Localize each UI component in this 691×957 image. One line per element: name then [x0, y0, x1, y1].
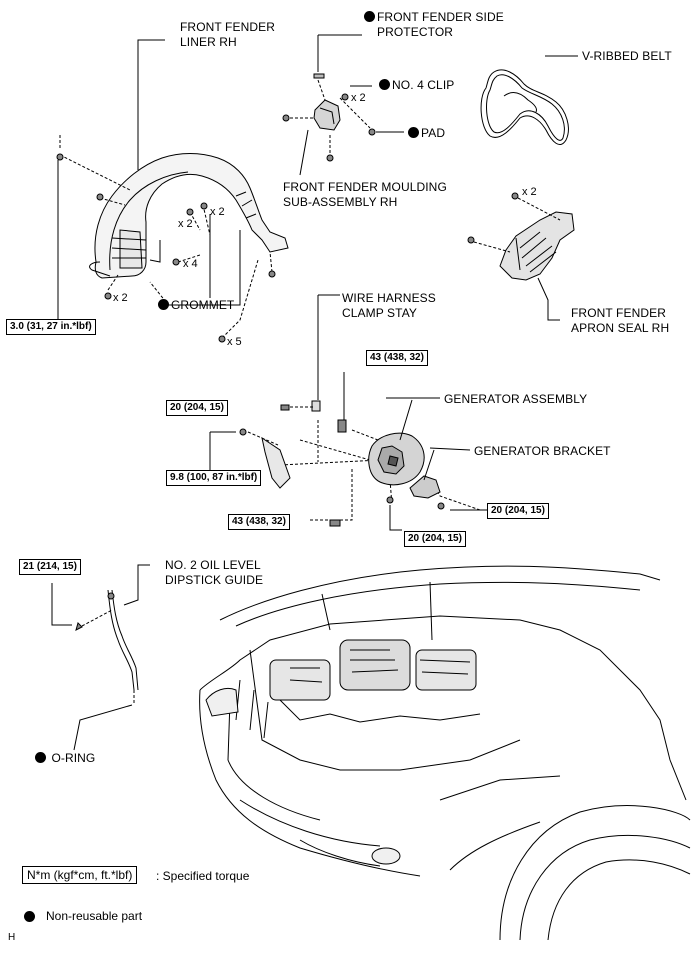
label-generator-bracket: GENERATOR BRACKET: [474, 444, 611, 458]
label-text: NO. 4 CLIP: [392, 78, 455, 92]
torque-generator-top: 43 (438, 32): [366, 350, 428, 366]
front-fender-liner-drawing: [89, 153, 289, 279]
vehicle-engine-bay-drawing: [199, 565, 691, 941]
label-line: SUB-ASSEMBLY RH: [283, 195, 398, 209]
torque-liner: 3.0 (31, 27 in.*lbf): [6, 319, 96, 335]
legend-nonreusable-text: Non-reusable part: [46, 909, 143, 923]
label-line: FRONT FENDER: [180, 20, 275, 34]
label-line: DIPSTICK GUIDE: [165, 573, 264, 587]
label-front-fender-liner-rh: FRONT FENDER LINER RH: [180, 20, 275, 50]
label-line: NO. 2 OIL LEVEL: [165, 558, 261, 572]
label-line: FRONT FENDER: [571, 306, 666, 320]
non-reusable-dot-icon: [364, 11, 375, 22]
label-line: FRONT FENDER MOULDING: [283, 180, 447, 194]
torque-bracket-lower: 20 (204, 15): [404, 531, 466, 547]
label-line: WIRE HARNESS: [342, 291, 436, 305]
qty-liner-c: x 2: [113, 292, 128, 304]
label-front-fender-apron-seal: FRONT FENDER APRON SEAL RH: [571, 306, 669, 336]
apron-seal-drawing: [499, 211, 575, 281]
non-reusable-dot-icon: [408, 127, 419, 138]
label-line: APRON SEAL RH: [571, 321, 670, 335]
non-reusable-dot-icon: [379, 79, 390, 90]
qty-liner-b: x 2: [210, 206, 225, 218]
label-line: LINER RH: [180, 35, 237, 49]
legend-torque-box: N*m (kgf*cm, ft.*lbf): [22, 866, 138, 884]
torque-small-bolt: 9.8 (100, 87 in.*lbf): [166, 470, 262, 486]
label-text: O-RING: [51, 751, 96, 765]
label-generator-assembly: GENERATOR ASSEMBLY: [444, 392, 588, 406]
label-v-ribbed-belt: V-RIBBED BELT: [582, 49, 672, 63]
legend-torque-text: : Specified torque: [156, 869, 250, 883]
v-ribbed-belt-drawing: [480, 69, 569, 145]
label-front-fender-moulding: FRONT FENDER MOULDING SUB-ASSEMBLY RH: [283, 180, 447, 210]
label-front-fender-side-protector: FRONT FENDER SIDE PROTECTOR: [364, 10, 504, 40]
torque-dipstick: 21 (214, 15): [19, 559, 81, 575]
qty-clip: x 2: [351, 92, 366, 104]
label-no4-clip: NO. 4 CLIP: [379, 78, 454, 93]
non-reusable-dot-icon: [24, 911, 35, 922]
torque-clamp-stay: 20 (204, 15): [166, 400, 228, 416]
label-text: FRONT FENDER SIDE: [377, 10, 504, 24]
label-text: GROMMET: [171, 298, 235, 312]
label-line: FRONT FENDER SIDE: [364, 10, 504, 25]
label-grommet: GROMMET: [158, 298, 234, 313]
qty-apron: x 2: [522, 186, 537, 198]
qty-liner-x4: x 4: [183, 258, 198, 270]
label-line: CLAMP STAY: [342, 306, 418, 320]
corner-code: H: [8, 932, 16, 943]
label-line: PROTECTOR: [377, 25, 454, 39]
label-wire-harness-clamp-stay: WIRE HARNESS CLAMP STAY: [342, 291, 436, 321]
dipstick-guide-drawing: [107, 589, 139, 691]
qty-liner-a: x 2: [178, 218, 193, 230]
torque-bracket-right: 20 (204, 15): [487, 503, 549, 519]
generator-assembly-drawing: [368, 432, 425, 486]
non-reusable-dot-icon: [35, 752, 46, 763]
label-no2-oil-level-dipstick-guide: NO. 2 OIL LEVEL DIPSTICK GUIDE: [165, 558, 263, 588]
label-o-ring: O-RING: [35, 751, 95, 766]
non-reusable-dot-icon: [158, 299, 169, 310]
label-pad: PAD: [408, 126, 445, 141]
torque-generator-bottom: 43 (438, 32): [228, 514, 290, 530]
qty-liner-x5: x 5: [227, 336, 242, 348]
label-text: PAD: [421, 126, 446, 140]
